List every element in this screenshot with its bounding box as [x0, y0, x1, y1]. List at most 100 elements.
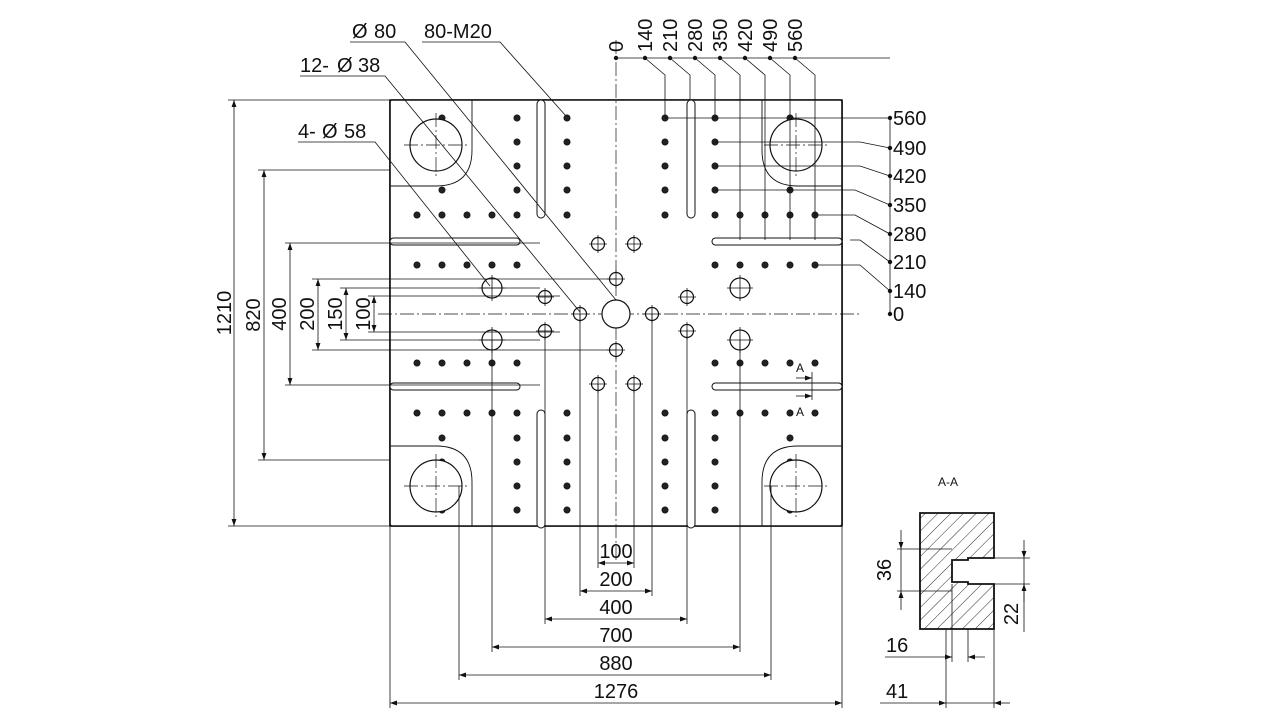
tapped-hole-86 [786, 434, 794, 442]
dim-150: 150 [325, 297, 347, 330]
top-scale-label-4: 350 [710, 19, 732, 52]
tapped-hole-46 [761, 409, 769, 417]
callout-phi58-value: 58 [344, 121, 366, 143]
corner-pocket-top-right [761, 100, 842, 187]
tapped-hole-12 [661, 186, 669, 194]
locating-ring-hole [601, 299, 631, 329]
tapped-hole-66 [761, 359, 769, 367]
corner-pocket-bottom-right [761, 445, 842, 526]
dim-100-vertical: 100 [353, 297, 375, 330]
top-scale-label-0: 0 [606, 41, 628, 52]
right-scale-tick-7 [887, 311, 893, 317]
tapped-hole-27 [513, 482, 521, 490]
tapped-hole-3 [563, 506, 571, 514]
t-slot-bottom-left [536, 409, 546, 529]
dim-400-vertical: 400 [269, 297, 291, 330]
tapped-hole-22 [711, 506, 719, 514]
tapped-hole-15 [563, 434, 571, 442]
tapped-hole-34 [711, 434, 719, 442]
dim-820: 820 [243, 298, 265, 331]
tapped-hole-71 [438, 359, 446, 367]
right-scale-label-1: 490 [893, 138, 926, 160]
tapped-hole-5 [563, 138, 571, 146]
phi-symbol: Ø [337, 55, 353, 77]
dim-200-horizontal: 200 [599, 569, 632, 591]
dim-100-horizontal: 100 [599, 541, 632, 563]
tapped-hole-21 [513, 114, 521, 122]
tapped-hole-60 [736, 261, 744, 269]
right-scale-label-6: 140 [893, 281, 926, 303]
tapped-hole-87 [438, 434, 446, 442]
section-dim-36: 36 [874, 559, 896, 581]
tapped-hole-11 [563, 458, 571, 466]
callout-phi38-count: 12- [300, 55, 329, 77]
t-slot-bottom-right [686, 409, 696, 529]
tapped-hole-47 [463, 409, 471, 417]
tie-bar-holes [404, 113, 828, 518]
right-scale-label-4: 280 [893, 224, 926, 246]
tapped-hole-19 [563, 409, 571, 417]
tapped-hole-67 [463, 359, 471, 367]
top-scale-tick-0 [613, 55, 619, 61]
tapped-hole-33 [513, 186, 521, 194]
t-slot-left-top [389, 237, 521, 246]
tapped-hole-59 [513, 359, 521, 367]
tapped-hole-17 [563, 211, 571, 219]
dim-880: 880 [599, 653, 632, 675]
dim-1210: 1210 [214, 291, 236, 336]
section-dim-41: 41 [886, 681, 908, 703]
t-slot-top-right [686, 99, 696, 219]
tapped-hole-58 [711, 359, 719, 367]
tapped-hole-14 [661, 434, 669, 442]
tapped-hole-18 [661, 409, 669, 417]
dim-200-vertical: 200 [297, 297, 319, 330]
corner-pocket-top-left [390, 100, 473, 187]
tapped-hole-16 [661, 211, 669, 219]
phi-symbol: Ø [352, 21, 368, 43]
corner-pocket-bottom-left [390, 445, 473, 526]
top-scale-label-2: 210 [660, 19, 682, 52]
tapped-hole-37 [513, 211, 521, 219]
tapped-hole-8 [661, 162, 669, 170]
tapped-hole-26 [711, 482, 719, 490]
tapped-hole-31 [513, 458, 521, 466]
tapped-hole-41 [488, 211, 496, 219]
callout-phi80-text: 80 [374, 21, 396, 43]
dim-700: 700 [599, 625, 632, 647]
tapped-hole-38 [711, 409, 719, 417]
top-scale-label-3: 280 [685, 19, 707, 52]
tapped-hole-69 [438, 261, 446, 269]
coordinate-leaders [644, 57, 891, 292]
tapped-hole-70 [786, 359, 794, 367]
tapped-hole-10 [661, 458, 669, 466]
tapped-hole-50 [786, 409, 794, 417]
tapped-hole-64 [761, 261, 769, 269]
tapped-hole-74 [811, 359, 819, 367]
section-title: A-A [938, 475, 958, 489]
right-scale-label-7: 0 [893, 304, 904, 326]
top-scale-label-5: 420 [735, 19, 757, 52]
tapped-hole-65 [463, 261, 471, 269]
tapped-hole-25 [513, 138, 521, 146]
dim-1276: 1276 [594, 681, 639, 703]
top-scale-label-1: 140 [635, 19, 657, 52]
tapped-hole-4 [661, 138, 669, 146]
tapped-hole-36 [711, 211, 719, 219]
tapped-hole-23 [513, 506, 521, 514]
vertical-dimensions [228, 99, 616, 527]
callout-phi58: 4- Ø 58 [298, 121, 366, 143]
tapped-hole-6 [661, 482, 669, 490]
tapped-hole-30 [711, 458, 719, 466]
right-scale-label-3: 350 [893, 195, 926, 217]
dim-400-horizontal: 400 [599, 597, 632, 619]
callout-phi58-count: 4- [298, 121, 316, 143]
tapped-hole-39 [513, 409, 521, 417]
tapped-hole-7 [563, 482, 571, 490]
section-a-a-view: A-A [880, 475, 1030, 708]
tapped-hole-49 [438, 211, 446, 219]
phi-symbol: Ø [322, 121, 338, 143]
tapped-hole-45 [463, 211, 471, 219]
tapped-hole-56 [711, 261, 719, 269]
